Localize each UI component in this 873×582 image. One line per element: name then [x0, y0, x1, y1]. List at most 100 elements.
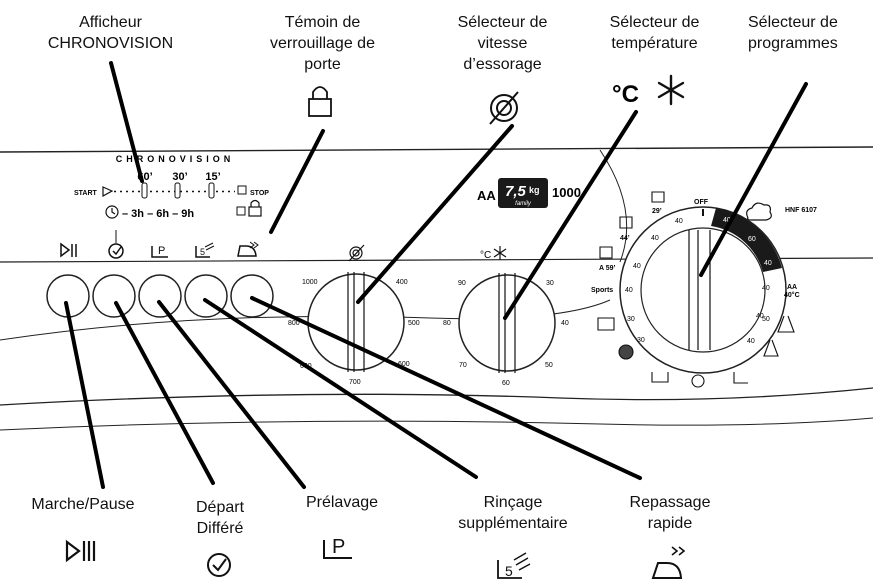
spin-tick-1000: 1000: [302, 279, 318, 286]
label-program-line1: Sélecteur de: [748, 14, 838, 31]
iron-icon: [237, 241, 259, 257]
label-rinse-line1: Rinçage: [483, 494, 543, 511]
temperature-dial: [458, 274, 556, 372]
prog-tick-i: 50: [762, 316, 770, 323]
temp-tick-30: 30: [546, 280, 554, 287]
label-door-lock-line1: Témoin de: [284, 14, 361, 31]
spin-speed-selector[interactable]: 1000 800 600 400 500 600 700: [288, 244, 420, 386]
spin-tick-400: 400: [396, 279, 408, 286]
snowflake-icon: [493, 246, 507, 260]
prewash-icon: P: [151, 245, 168, 258]
prog-label-29: 29’: [652, 208, 662, 215]
callout-temp-unit: °C: [612, 81, 639, 108]
wash-icon: [597, 317, 615, 331]
label-delay-start: Départ Différé: [150, 497, 290, 539]
delay-start-button[interactable]: [92, 274, 136, 318]
chrono-stop-box: [237, 185, 247, 195]
temp-tick-40: 40: [561, 320, 569, 327]
label-iron-line2: rapide: [647, 515, 693, 532]
prog-tick-d: 40: [625, 287, 633, 294]
play-pause-icon: [60, 242, 77, 258]
callout-prewash-icon: P: [323, 536, 352, 559]
temp-unit-label: °C: [480, 250, 491, 261]
prog-tick-e: 30: [627, 316, 635, 323]
label-start-pause: Marche/Pause: [0, 494, 166, 515]
shirt-29-icon: [651, 191, 665, 203]
chrono-time-30: 30’: [172, 171, 187, 183]
model-number: HNF 6107: [785, 207, 817, 214]
prog-tick-h: 40: [756, 313, 764, 320]
leader-lines: [64, 61, 808, 489]
label-chronovision-line2: CHRONOVISION: [47, 35, 174, 52]
label-spin-line1: Sélecteur de: [457, 14, 548, 31]
chrono-led-30: [174, 182, 181, 199]
badge-speed: 1000: [552, 185, 581, 200]
flask-small-icon: [763, 339, 779, 357]
badge-kg: 7,5: [505, 183, 527, 200]
svg-text:P: P: [158, 245, 165, 257]
prog-tick-m: 40: [764, 260, 772, 267]
temp-tick-50: 50: [545, 362, 553, 369]
program-dial-inner: [640, 227, 766, 353]
delay-led: [236, 206, 246, 216]
prog-tick-j: 40: [747, 338, 755, 345]
callout-rinse-icon: 5: [497, 552, 531, 579]
shirt-59-icon: [599, 246, 613, 259]
prog-label-aa: AA: [787, 284, 797, 291]
svg-text:P: P: [332, 536, 345, 558]
flask-icon: [777, 315, 795, 333]
callout-spin-icon: [489, 91, 519, 125]
capacity-badge: AA 7,5 kg family 1000: [477, 178, 581, 208]
callout-padlock-icon: [308, 86, 332, 117]
chrono-led-60: [141, 182, 148, 199]
label-iron-line1: Repassage: [629, 494, 711, 511]
prog-tick-k: 40: [723, 217, 731, 224]
prog-tick-c: 40: [633, 263, 641, 270]
chrono-start-label: START: [74, 190, 98, 197]
prog-label-44: 44’: [620, 235, 630, 242]
prog-label-sports: Sports: [591, 287, 613, 294]
rinse-icon: 5: [195, 242, 215, 258]
spin-dial: [307, 273, 405, 371]
label-prewash: Prélavage: [272, 492, 412, 513]
spin-icon: [348, 244, 365, 262]
badge-prefix: AA: [477, 188, 496, 203]
label-extra-rinse: Rinçage supplémentaire: [428, 492, 598, 534]
label-delay-line2: Différé: [196, 520, 244, 537]
prog-tick-a: 40: [675, 218, 683, 225]
chrono-delays: – 3h – 6h – 9h: [122, 208, 194, 220]
rinse-program-icon: [733, 372, 748, 384]
off-label: OFF: [694, 199, 709, 206]
program-selector[interactable]: HNF 6107 OFF 40 40 40 40 30 30 40 40 50 …: [591, 191, 817, 388]
label-spin-line3: d’essorage: [463, 56, 542, 73]
quick-iron-button[interactable]: [230, 274, 274, 318]
clock-icon: [108, 230, 124, 259]
prog-tick-l: 60: [748, 236, 756, 243]
callout-play-pause-icon: [65, 539, 96, 563]
chrono-time-15: 15’: [205, 171, 220, 183]
label-door-lock: Témoin de verrouillage de porte: [240, 12, 405, 75]
prog-tick-f: 30: [637, 337, 645, 344]
chronovision-display: CHRONOVISION 60’ 30’ 15’ START STOP – 3h…: [74, 154, 269, 220]
label-quick-iron: Repassage rapide: [600, 492, 740, 534]
label-temp-line2: température: [611, 35, 698, 52]
callout-iron-icon: [651, 546, 686, 579]
program-icons: [597, 191, 795, 388]
label-prewash-text: Prélavage: [305, 494, 379, 511]
label-temp-line1: Sélecteur de: [609, 14, 700, 31]
spin-tick-800: 800: [288, 320, 300, 327]
chronovision-title: CHRONOVISION: [116, 154, 235, 164]
label-program-line2: programmes: [748, 35, 838, 52]
callout-clock-icon: [207, 553, 231, 577]
round-buttons: [46, 274, 274, 318]
label-spin-selector: Sélecteur de vitesse d’essorage: [420, 12, 585, 75]
label-start-pause-text: Marche/Pause: [31, 496, 135, 513]
button-icons-row: P 5: [60, 230, 259, 259]
prog-tick-g: 40: [762, 285, 770, 292]
temp-tick-70: 70: [459, 362, 467, 369]
prewash-button[interactable]: [138, 274, 182, 318]
clock-delay-icon: [105, 205, 119, 219]
temperature-selector[interactable]: °C 90 80 70 30 40 50 60: [443, 246, 569, 387]
spin-program-icon: [691, 374, 705, 388]
small-padlock-icon: [248, 199, 262, 217]
